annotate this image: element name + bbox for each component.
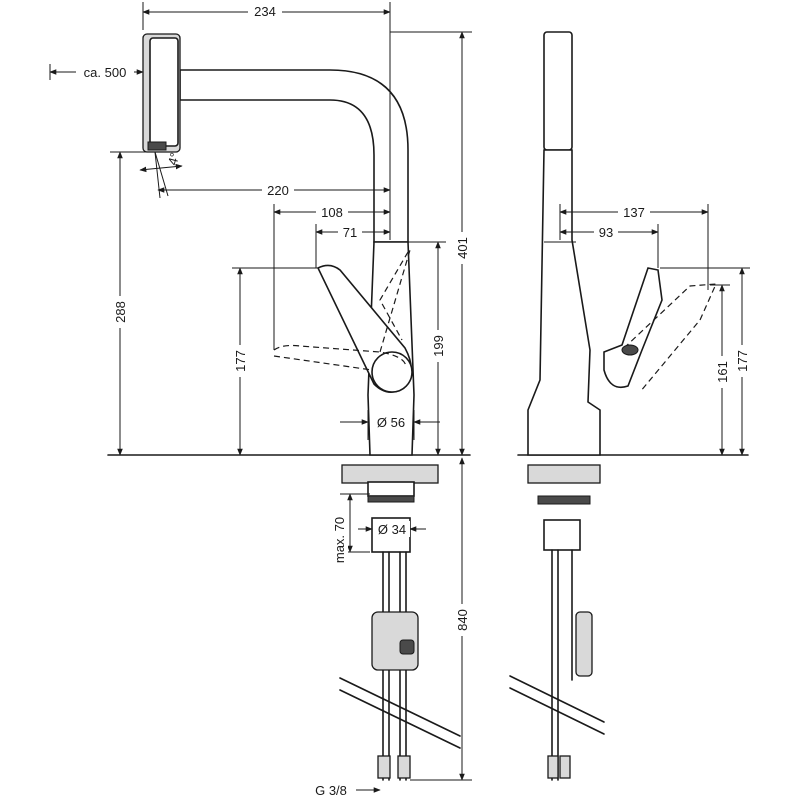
side-lever-swing	[623, 283, 717, 393]
dim-840-label: 840	[455, 609, 470, 631]
dim-161-label: 161	[715, 361, 730, 383]
dim-4deg	[139, 163, 183, 173]
weight-block	[371, 611, 419, 671]
side-mount-thread	[537, 495, 591, 505]
dim-108-label: 108	[321, 205, 343, 220]
connector-right	[397, 755, 411, 779]
dim-177-side-label: 177	[735, 350, 750, 372]
dim-288-label: 288	[113, 301, 128, 323]
spray-nozzle	[147, 141, 167, 151]
side-lever	[603, 267, 663, 389]
side-body	[527, 149, 601, 456]
sink-cut-1	[339, 677, 461, 737]
dim-71-label: 71	[343, 225, 357, 240]
weight-clip	[399, 639, 415, 655]
side-spray-head	[543, 31, 573, 151]
dim-137-label: 137	[623, 205, 645, 220]
dim-56-label: Ø 56	[377, 415, 405, 430]
side-sink-cut-2	[509, 687, 605, 735]
side-lever-marker	[621, 344, 639, 356]
side-view	[509, 31, 749, 781]
connector-left	[377, 755, 391, 779]
side-connector-a	[547, 755, 559, 779]
lever-swing-outline-2	[379, 251, 409, 341]
dimension-lines: 234 ca. 500 4° 220 108 71 288	[49, 2, 750, 798]
dim-34-label: Ø 34	[378, 522, 406, 537]
mount-nut	[367, 481, 415, 497]
dim-234-label: 234	[254, 4, 276, 19]
spout	[179, 69, 409, 243]
sink-cut-2	[339, 689, 461, 749]
side-weight-block	[575, 611, 593, 677]
lever-hub	[371, 351, 413, 393]
dim-177-front-label: 177	[233, 350, 248, 372]
front-view	[107, 33, 471, 781]
dim-93-label: 93	[599, 225, 613, 240]
spray-head-inner	[149, 37, 179, 147]
lever-swing-outline	[273, 249, 411, 371]
mounting-plate	[341, 464, 439, 484]
dim-4deg-label: 4°	[165, 151, 183, 167]
dim-max70-label: max. 70	[332, 517, 347, 563]
side-mounting-plate	[527, 464, 601, 484]
dim-g38-label: G 3/8	[315, 783, 347, 798]
mount-thread	[367, 495, 415, 503]
side-shank	[543, 519, 581, 551]
dim-199-label: 199	[431, 335, 446, 357]
side-connector-b	[559, 755, 571, 779]
dim-401-label: 401	[455, 237, 470, 259]
dim-220-label: 220	[267, 183, 289, 198]
side-sink-cut-1	[509, 675, 605, 723]
dim-ca500-label: ca. 500	[84, 65, 127, 80]
